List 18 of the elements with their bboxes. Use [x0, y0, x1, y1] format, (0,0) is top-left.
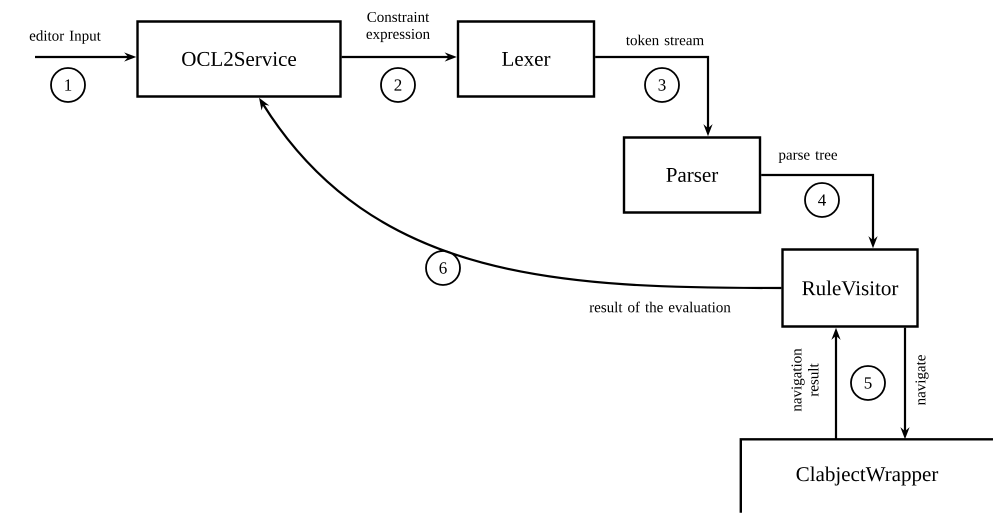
edge-label: navigate — [915, 355, 929, 406]
edge-label: editor Input — [30, 30, 101, 44]
edge-label: token stream — [626, 34, 704, 46]
process-box: OCL2Service — [136, 20, 342, 98]
process-box: ClabjectWrapper — [740, 438, 993, 513]
process-box: Lexer — [456, 20, 596, 98]
edge-label: parse tree — [778, 151, 838, 163]
callout-number: 6 — [425, 250, 461, 286]
edge-label: Constraint expression — [366, 12, 430, 42]
callout-number: 5 — [850, 365, 886, 401]
callout-number: 4 — [804, 182, 840, 218]
process-box: Parser — [622, 136, 762, 214]
callout-number: 3 — [644, 67, 680, 103]
edge-label: navigation result — [791, 348, 819, 412]
process-box: RuleVisitor — [781, 248, 919, 328]
callout-number: 1 — [50, 67, 86, 103]
edge-label: result of the evaluation — [590, 302, 731, 312]
callout-number: 2 — [380, 67, 416, 103]
